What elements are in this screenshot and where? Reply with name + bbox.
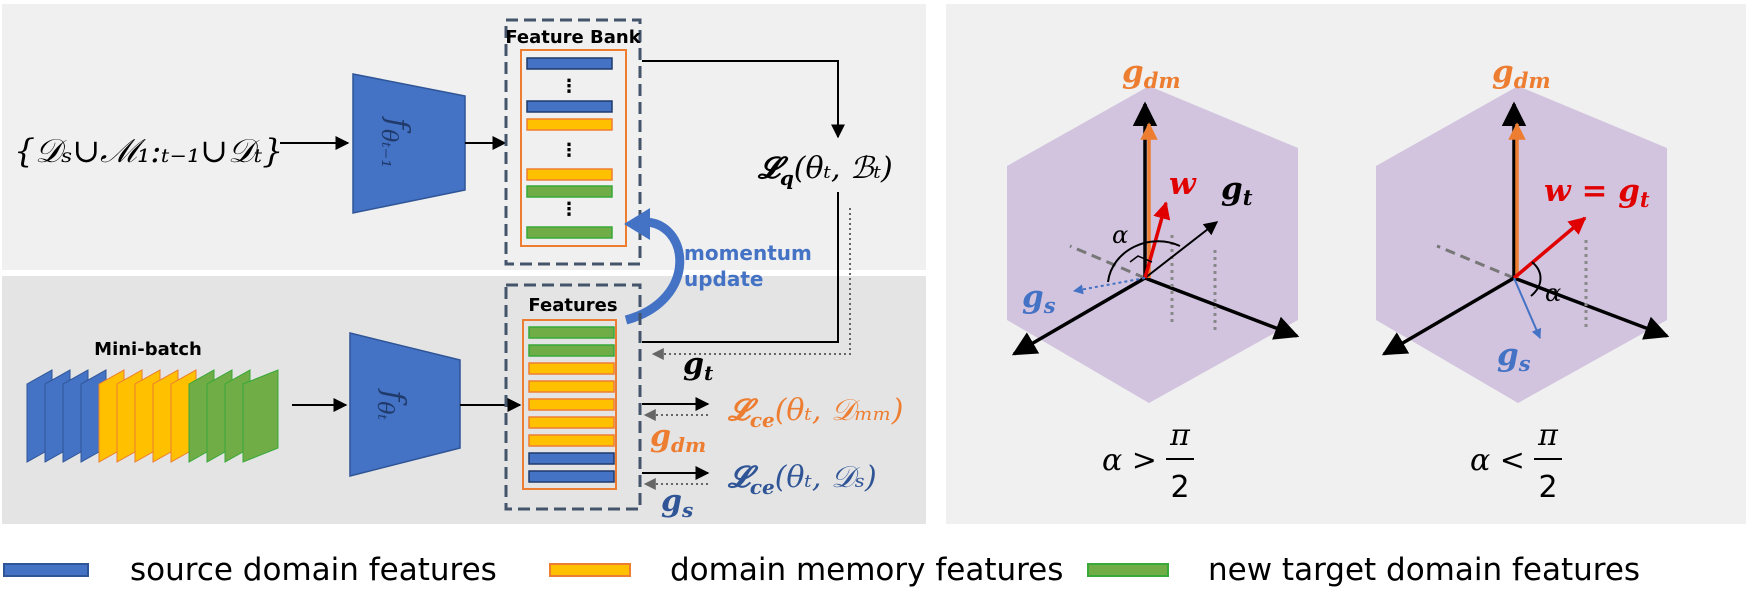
condition-lhs: α > [1102, 443, 1157, 478]
legend-label-memory: domain memory features [670, 552, 1063, 588]
mini-batch-stack [26, 369, 279, 463]
condition-lhs: α < [1470, 443, 1525, 478]
features-box [504, 283, 642, 511]
legend: source domain features domain memory fea… [3, 552, 1640, 588]
feature-memory [528, 362, 615, 375]
g-dm-label: gdm [1492, 54, 1551, 93]
g-s-label: gs [1497, 337, 1531, 376]
legend-swatch-target [1087, 563, 1169, 577]
condition-denominator: 2 [1538, 470, 1557, 505]
g-t-vector [1144, 221, 1219, 279]
momentum-update-arrow [624, 217, 685, 325]
feature-target [528, 344, 615, 357]
feature-bank-items: ⋮ ⋮ ⋮ [526, 57, 613, 239]
w-eq-gt-vector [1512, 216, 1587, 280]
axis-dashed [1069, 244, 1146, 280]
condition-denominator: 2 [1170, 470, 1189, 505]
feature-memory [528, 398, 615, 411]
feature-bank-box [504, 18, 642, 266]
loss-q: 𝓛q(θₜ, ℬₜ) [757, 151, 893, 190]
legend-label-target: new target domain features [1208, 552, 1640, 588]
mini-batch-title: Mini-batch [94, 339, 202, 360]
axis-dashed [1436, 244, 1515, 280]
bank-to-loss-arrow [642, 60, 845, 139]
alpha-label: α [1545, 279, 1561, 307]
axis-right [1513, 276, 1670, 340]
gt-gradient-dotted [651, 208, 851, 360]
features-title: Features [528, 295, 617, 316]
alpha-label: α [1112, 221, 1128, 249]
feature-target [528, 326, 615, 339]
features-column [522, 319, 617, 490]
axis-right [1144, 276, 1300, 340]
g-s-vector [1073, 277, 1146, 295]
bank-ellipsis: ⋮ [560, 76, 578, 97]
axis-left [1011, 276, 1146, 356]
legend-swatch-memory [549, 563, 631, 577]
features-items [528, 326, 615, 483]
g-dm-label: gdm [1122, 54, 1181, 93]
condition-numerator: π [1537, 418, 1559, 453]
legend-swatch-source [3, 563, 89, 577]
g-t-label: gt [1221, 171, 1253, 210]
legend-label-source: source domain features [130, 552, 497, 588]
feature-bank-title: Feature Bank [505, 27, 641, 48]
bank-target-feature [526, 185, 613, 198]
feature-memory [528, 416, 615, 429]
feature-source [528, 470, 615, 483]
w-eq-gt-label: w = gt [1544, 173, 1650, 212]
g-t-label: gt [683, 347, 714, 385]
loss-ce-s: 𝓛ce(θₜ, 𝒟ₛ) [727, 460, 877, 499]
g-s-label: gs [1022, 279, 1056, 318]
input-set: {𝒟ₛ∪ℳ₁:ₜ₋₁∪𝒟ₜ} [14, 131, 283, 170]
feature-source [528, 452, 615, 465]
bank-source-feature [526, 57, 613, 70]
loss-ce-dm: 𝓛ce(θₜ, 𝒟ₘₘ) [727, 393, 903, 432]
geometry-panel-acute: gdm w = gt gs α α < π 2 [1376, 54, 1670, 505]
w-label: w [1169, 166, 1197, 202]
alpha-arc [1530, 261, 1542, 297]
geometry-panel-obtuse: gdm w gt gs α α > π 2 [1007, 54, 1300, 505]
bank-ellipsis: ⋮ [560, 199, 578, 220]
feature-plane [1376, 86, 1667, 403]
feature-bank-column [520, 49, 627, 247]
condition-numerator: π [1169, 418, 1191, 453]
g-s-vector [1513, 277, 1542, 339]
encoder-prev [352, 73, 466, 214]
bank-target-feature [526, 226, 613, 239]
bank-memory-feature [526, 118, 613, 131]
batch-sample-target [242, 369, 279, 463]
encoder-cur [349, 332, 461, 477]
feature-memory [528, 434, 615, 447]
g-dm-label: gdm [650, 419, 706, 457]
right-angle-mark [1129, 255, 1153, 263]
bank-memory-feature [526, 168, 613, 181]
bank-source-feature [526, 100, 613, 113]
feature-plane [1007, 86, 1298, 403]
feature-memory [528, 380, 615, 393]
features-to-loss-arrow [642, 192, 839, 343]
momentum-arrowhead [624, 208, 650, 240]
bank-ellipsis: ⋮ [560, 140, 578, 161]
g-s-label: gs [661, 484, 693, 522]
alpha-arc [1107, 240, 1181, 283]
axis-left [1381, 276, 1515, 356]
